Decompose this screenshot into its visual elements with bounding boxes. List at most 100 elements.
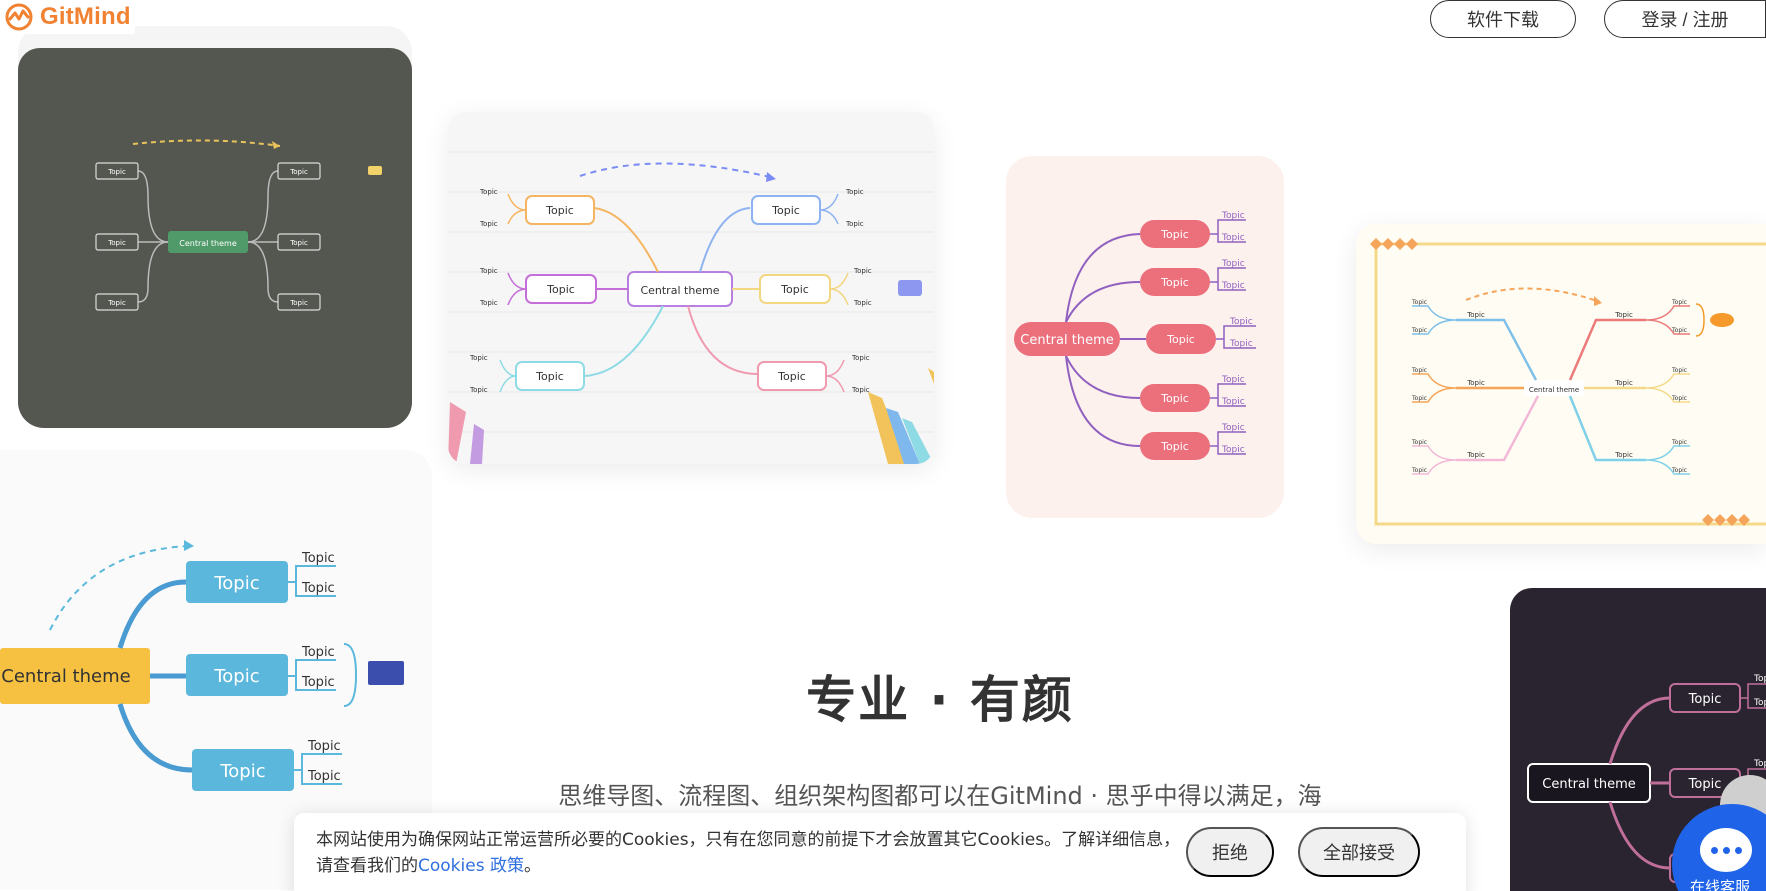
gitmind-logo-icon [5,3,33,31]
logo[interactable]: GitMind [0,0,135,34]
mindmap-blue-subtopic: Topic [301,551,335,566]
cookie-banner: 本网站使用为确保网站正常运营所必要的Cookies，只有在您同意的前提下才会放置… [294,813,1466,891]
mindmap-blue-subtopic: Topic [307,739,341,754]
mindmap-dark-central: Central theme [179,239,237,248]
mindmap-notebook-illustration: Central theme Topic Topic Topic Topic To… [448,112,934,464]
cookie-message-end: 。 [523,856,541,876]
mindmap-purple-topic: Topic [1688,692,1722,707]
mindmap-blue-subtopic: Topic [301,675,335,690]
mindmap-cream-subtopic: Topic [1411,467,1427,474]
cookie-policy-link[interactable]: Cookies 政策 [418,856,524,876]
mindmap-cream-topic: Topic [1614,311,1633,319]
mindmap-dark-illustration: Central theme Topic Topic Topic Topic To… [18,48,412,428]
chat-label: 在线客服 [1690,878,1751,891]
mindmap-cream-subtopic: Topic [1671,367,1687,374]
mindmap-cream-topic: Topic [1466,311,1485,319]
reject-cookies-button[interactable]: 拒绝 [1186,827,1274,877]
mindmap-notebook-topic: Topic [780,283,809,296]
mindmap-card-pink: Central theme Topic Topic Topic Topic To… [1006,156,1284,518]
mindmap-pink-subtopic: Topic [1221,375,1245,385]
mindmap-notebook-subtopic: Topic [479,220,498,228]
mindmap-purple-subtopic: Topic [1753,759,1766,769]
mindmap-blue-subtopic: Topic [307,769,341,784]
mindmap-cream-topic: Topic [1614,379,1633,387]
mindmap-blue-topic: Topic [213,666,259,687]
mindmap-purple-subtopic: Topic [1753,674,1766,684]
mindmap-pink-subtopic: Topic [1221,233,1245,243]
mindmap-pink-topic: Topic [1160,276,1189,289]
mindmap-pink-subtopic: Topic [1221,259,1245,269]
mindmap-cream-subtopic: Topic [1411,395,1427,402]
login-register-button[interactable]: 登录 / 注册 [1604,0,1766,38]
cookie-message-text: 本网站使用为确保网站正常运营所必要的Cookies，只有在您同意的前提下才会放置… [316,830,1181,876]
mindmap-cream-subtopic: Topic [1411,299,1427,306]
mindmap-dark-topic: Topic [289,299,308,307]
mindmap-cream-topic: Topic [1614,451,1633,459]
chat-icon [1700,828,1752,872]
mindmap-cream-subtopic: Topic [1671,327,1687,334]
mindmap-dark-topic: Topic [107,168,126,176]
mindmap-blue-subtopic: Topic [301,645,335,660]
mindmap-pink-subtopic: Topic [1221,445,1245,455]
mindmap-blue-topic: Topic [213,573,259,594]
page-subheadline: 思维导图、流程图、组织架构图都可以在GitMind · 思乎中得以满足，海 [558,782,1322,810]
mindmap-pink-subtopic: Topic [1229,317,1253,327]
mindmap-cream-subtopic: Topic [1671,395,1687,402]
mindmap-cream-subtopic: Topic [1671,439,1687,446]
mindmap-notebook-subtopic: Topic [469,354,488,362]
mindmap-notebook-subtopic: Topic [469,386,488,394]
mindmap-cream-illustration: Central theme Topic Topic Topic Topic To… [1370,238,1766,526]
mindmap-notebook-subtopic: Topic [853,267,872,275]
mindmap-card-cream: Central theme Topic Topic Topic Topic To… [1356,224,1766,544]
mindmap-dark-topic: Topic [289,239,308,247]
accept-all-cookies-button[interactable]: 全部接受 [1298,827,1420,877]
mindmap-notebook-subtopic: Topic [479,299,498,307]
mindmap-pink-topic: Topic [1160,392,1189,405]
mindmap-pink-illustration: Central theme Topic Topic Topic Topic To… [1014,211,1256,460]
mindmap-notebook-central: Central theme [640,284,719,297]
mindmap-card-dark: Central theme Topic Topic Topic Topic To… [18,26,412,428]
mindmap-pink-subtopic: Topic [1221,423,1245,433]
mindmap-dark-topic: Topic [107,299,126,307]
cookie-message: 本网站使用为确保网站正常运营所必要的Cookies，只有在您同意的前提下才会放置… [316,827,1186,879]
mindmap-cream-subtopic: Topic [1411,367,1427,374]
mindmap-pink-topic: Topic [1160,228,1189,241]
mindmap-notebook-topic: Topic [545,204,574,217]
mindmap-dark-topic: Topic [107,239,126,247]
mindmap-notebook-topic: Topic [535,370,564,383]
mindmap-notebook-topic: Topic [777,370,806,383]
pencils-illustration [448,368,934,464]
mindmap-blue-topic: Topic [219,761,265,782]
mindmap-notebook-subtopic: Topic [845,188,864,196]
mindmap-cream-subtopic: Topic [1671,299,1687,306]
mindmap-notebook-topic: Topic [546,283,575,296]
mindmap-pink-subtopic: Topic [1221,397,1245,407]
mindmap-pink-topic: Topic [1166,333,1195,346]
mindmap-purple-topic: Topic [1688,777,1722,792]
mindmap-purple-subtopic: Topic [1753,698,1766,708]
logo-text: GitMind [40,3,131,30]
mindmap-cream-topic: Topic [1466,379,1485,387]
mindmap-pink-topic: Topic [1160,440,1189,453]
mindmap-dark-topic: Topic [289,168,308,176]
mindmap-pink-subtopic: Topic [1221,211,1245,221]
mindmap-blue-central: Central theme [1,666,130,687]
mindmap-notebook-subtopic: Topic [479,188,498,196]
mindmap-cream-subtopic: Topic [1411,439,1427,446]
mindmap-notebook-subtopic: Topic [853,299,872,307]
mindmap-notebook-subtopic: Topic [851,354,870,362]
mindmap-pink-subtopic: Topic [1221,281,1245,291]
mindmap-notebook-subtopic: Topic [845,220,864,228]
mindmap-cream-subtopic: Topic [1671,467,1687,474]
mindmap-cream-subtopic: Topic [1411,327,1427,334]
mindmap-pink-subtopic: Topic [1229,339,1253,349]
mindmap-blue-subtopic: Topic [301,581,335,596]
mindmap-notebook-subtopic: Topic [851,386,870,394]
mindmap-purple-central: Central theme [1542,777,1635,792]
mindmap-pink-central: Central theme [1020,333,1113,348]
page-headline: 专业 · 有颜 [806,671,1074,729]
mindmap-notebook-subtopic: Topic [479,267,498,275]
mindmap-notebook-topic: Topic [771,204,800,217]
mindmap-cream-topic: Topic [1466,451,1485,459]
download-button[interactable]: 软件下载 [1430,0,1576,38]
